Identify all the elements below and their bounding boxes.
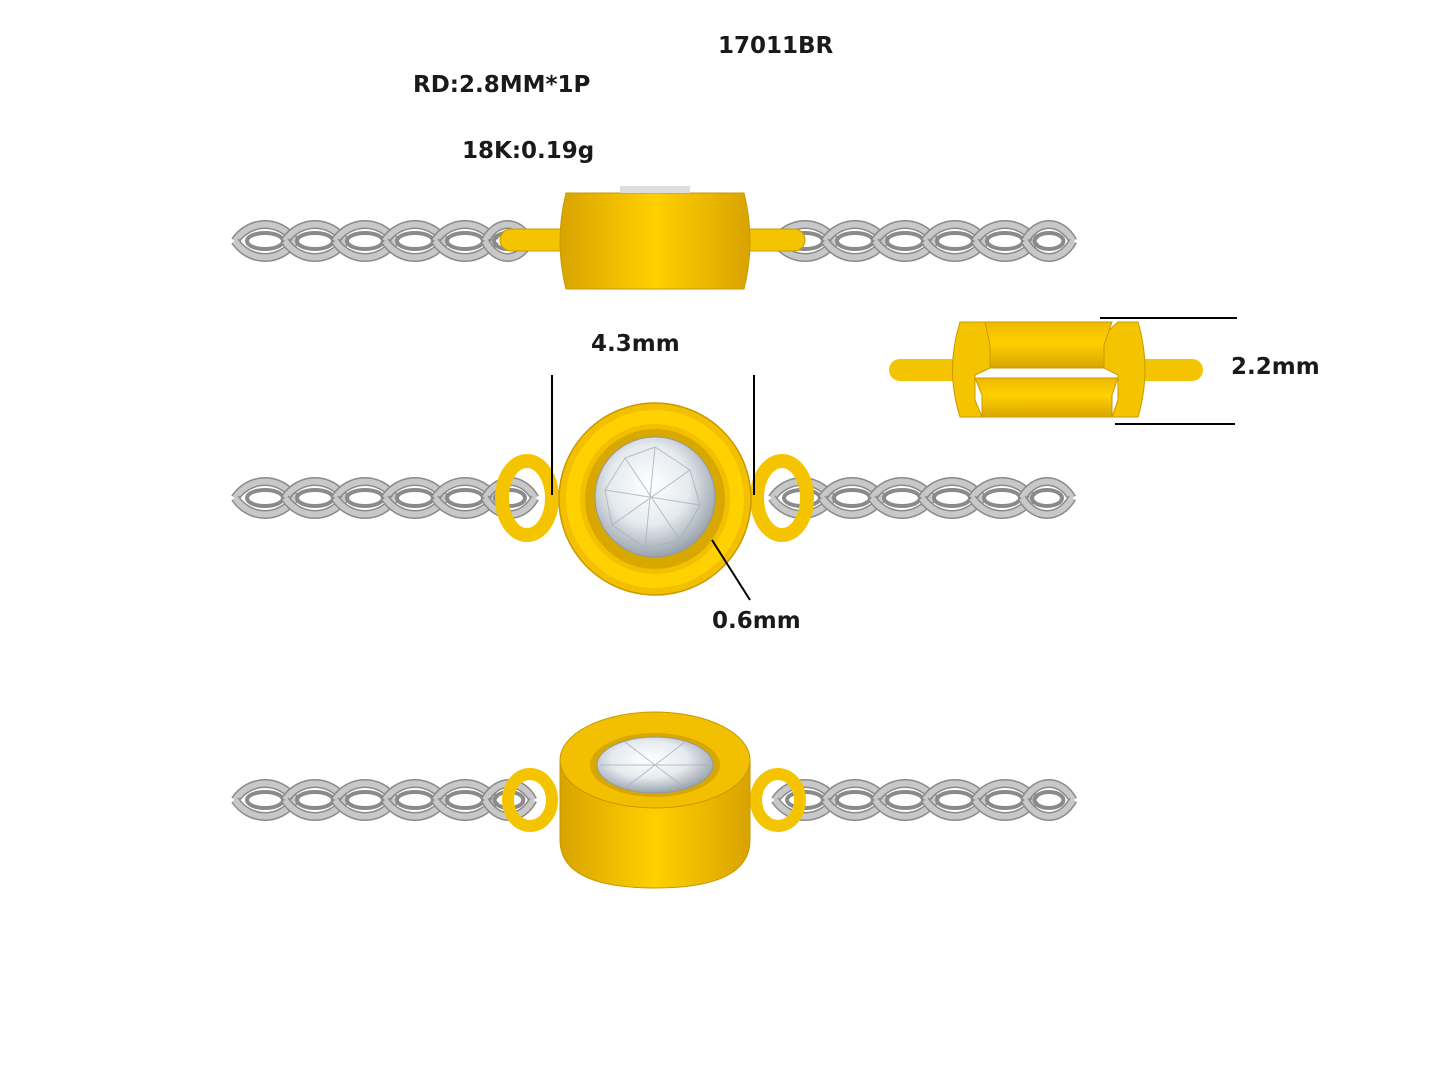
chain-twist <box>395 488 435 508</box>
chain-twist <box>882 488 922 508</box>
metal-weight: 18K:0.19g <box>462 138 595 164</box>
jump-ring-right <box>750 768 806 832</box>
chain-twist <box>245 231 285 251</box>
jump-ring-left <box>499 228 571 252</box>
diamond <box>594 436 716 558</box>
chain-twist <box>445 488 485 508</box>
chain-twist <box>245 488 285 508</box>
chain-twist <box>935 790 975 810</box>
top-view <box>231 375 1076 601</box>
width-dimension-label: 4.3mm <box>591 331 680 357</box>
cross-section-view <box>889 317 1237 425</box>
jump-ring-right <box>750 454 814 542</box>
chain-twist <box>832 488 872 508</box>
chain-link-highlight <box>1019 478 1075 500</box>
chain-right <box>768 477 1076 519</box>
bezel-top-hint <box>620 186 690 193</box>
stone-spec: RD:2.8MM*1P <box>413 72 591 98</box>
chain-twist <box>835 231 875 251</box>
chain-link-highlight <box>1022 239 1076 261</box>
chain-left <box>231 220 535 262</box>
jump-ring-left <box>502 768 558 832</box>
chain-link-highlight <box>1019 496 1075 518</box>
chain-link-highlight <box>1022 780 1076 802</box>
chain-left <box>231 477 539 519</box>
chain-twist <box>345 790 385 810</box>
section-wall-left <box>952 321 991 418</box>
chain-twist <box>295 231 335 251</box>
wall-dimension-label: 0.6mm <box>712 608 801 634</box>
model-code: 17011BR <box>718 33 834 59</box>
chain-twist <box>935 231 975 251</box>
wall-leader-line <box>711 539 751 601</box>
chain-twist <box>985 790 1025 810</box>
chain-left <box>231 779 537 821</box>
chain-twist <box>885 790 925 810</box>
chain-twist <box>295 790 335 810</box>
chain-twist <box>395 231 435 251</box>
chain-twist <box>445 231 485 251</box>
perspective-view <box>231 711 1077 889</box>
chain-twist <box>932 488 972 508</box>
chain-twist <box>1032 231 1066 251</box>
section-seat <box>974 377 1119 418</box>
chain-twist <box>295 488 335 508</box>
bezel-ring <box>566 410 744 588</box>
chain-twist <box>835 790 875 810</box>
chain-twist <box>395 790 435 810</box>
chain-twist <box>345 231 385 251</box>
chain-right <box>771 779 1077 821</box>
chain-link-highlight <box>1022 221 1076 243</box>
chain-twist <box>245 790 285 810</box>
chain-twist <box>982 488 1022 508</box>
chain-right <box>771 220 1077 262</box>
chain-twist <box>985 231 1025 251</box>
height-dimension-label: 2.2mm <box>1231 354 1320 380</box>
bezel-body <box>559 192 751 290</box>
jump-ring-left <box>495 454 559 542</box>
chain-twist <box>445 790 485 810</box>
side-view <box>231 186 1077 290</box>
diamond-facets <box>600 741 710 789</box>
chain-twist <box>1030 488 1064 508</box>
diamond-facets <box>604 446 701 549</box>
chain-twist <box>885 231 925 251</box>
section-cup <box>984 321 1113 369</box>
chain-link-highlight <box>1022 798 1076 820</box>
chain-twist <box>345 488 385 508</box>
chain-twist <box>1032 790 1066 810</box>
